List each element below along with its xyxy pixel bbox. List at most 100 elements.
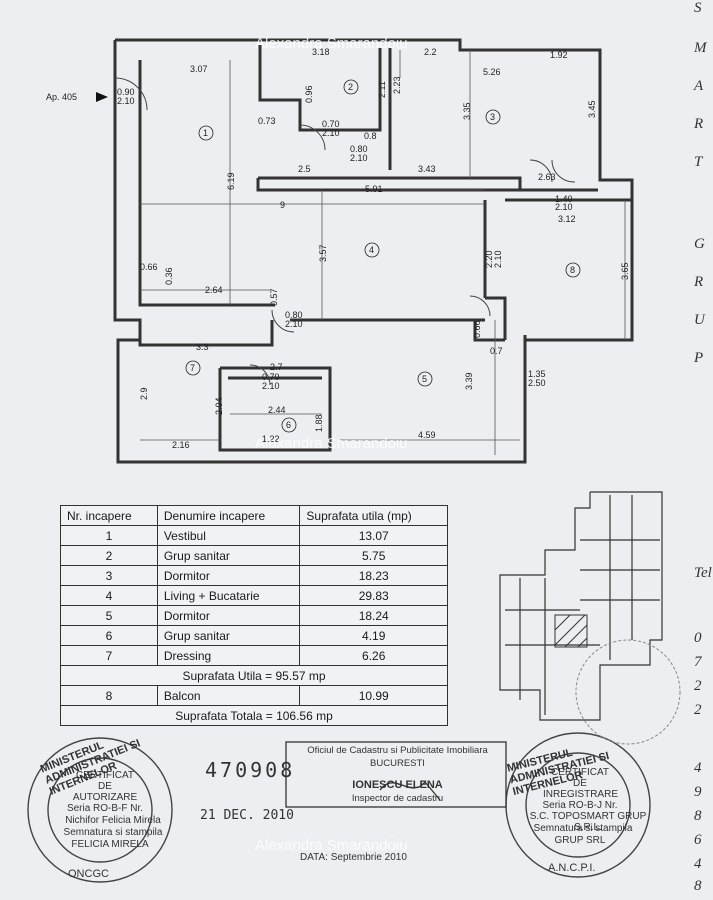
dim-2-10-c: 2.10 bbox=[555, 202, 573, 212]
location-key-plan bbox=[499, 491, 663, 721]
right-stamp-line: DE bbox=[573, 778, 587, 789]
dim-3-43: 3.43 bbox=[418, 164, 436, 174]
room-number-6: 6 bbox=[286, 420, 291, 430]
dim-4-59: 4.59 bbox=[418, 430, 436, 440]
dim-3-18: 3.18 bbox=[312, 47, 330, 57]
dim-2-10-f: 2.10 bbox=[262, 381, 280, 391]
watermark-middle: Alexandra Smarandoiu bbox=[255, 435, 408, 452]
side-letter: A bbox=[694, 78, 704, 94]
dim-3-39: 3.39 bbox=[464, 372, 474, 390]
dim-1-40: 1.40 bbox=[555, 194, 573, 204]
entry-arrow-icon bbox=[96, 92, 108, 102]
cadastre-office-stamp bbox=[285, 741, 507, 808]
dim-1-88: 1.88 bbox=[314, 414, 324, 432]
right-stamp-line: INREGISTRARE bbox=[542, 789, 618, 800]
header-area: Suprafata utila (mp) bbox=[299, 505, 448, 526]
dim-2-10-b: 2.10 bbox=[350, 153, 368, 163]
dim-0-80-b: 0.80 bbox=[285, 310, 303, 320]
dim-2-44: 2.44 bbox=[268, 405, 286, 415]
dim-2-2: 2.2 bbox=[424, 47, 437, 57]
side-letter: S bbox=[694, 0, 702, 16]
right-stamp-line: Seria RO-B-J Nr. bbox=[542, 800, 618, 811]
dim-0-73: 0.73 bbox=[258, 116, 276, 126]
dim-1-35: 1.35 bbox=[528, 369, 546, 379]
entry-dim-width: 0.90 bbox=[117, 87, 135, 97]
side-digit: 0 bbox=[694, 630, 702, 646]
dim-3-65: 3.65 bbox=[620, 262, 630, 280]
side-letter: R bbox=[694, 116, 704, 132]
dim-2-10-e: 2.10 bbox=[285, 319, 303, 329]
room-number-1: 1 bbox=[203, 128, 208, 138]
side-digit: 8 bbox=[694, 878, 702, 894]
right-stamp-line: Semnatura si stampila bbox=[533, 823, 633, 834]
side-letter: M bbox=[694, 40, 707, 56]
left-stamp-line: Semnatura si stampila bbox=[63, 827, 163, 838]
dim-1-22: 1.22 bbox=[262, 434, 280, 444]
right-stamp-line: S.C. TOPOSMART GRUP S.R.L. bbox=[529, 811, 647, 833]
dimension-lines bbox=[140, 50, 626, 455]
area-table-header: Nr. incapere Denumire incapere Suprafata… bbox=[60, 505, 448, 526]
dim-3-35: 3.35 bbox=[462, 102, 472, 120]
dim-2-11: 2.11 bbox=[377, 81, 387, 98]
dim-2-16: 2.16 bbox=[172, 440, 190, 450]
inner-walls bbox=[138, 45, 632, 452]
registration-number: 470908 bbox=[205, 758, 296, 782]
side-letter: T bbox=[694, 154, 703, 170]
highlight-hatching bbox=[554, 614, 588, 648]
highlighted-apartment bbox=[554, 614, 588, 648]
dim-1-92: 1.92 bbox=[550, 50, 568, 60]
dim-2-7: 2.7 bbox=[270, 362, 283, 372]
dim-5-26: 5.26 bbox=[483, 67, 501, 77]
office-stamp-line: Oficiul de Cadastru si Publicitate Imobi… bbox=[307, 745, 488, 756]
header-name: Denumire incapere bbox=[156, 505, 301, 526]
dim-0-66: 0.66 bbox=[140, 262, 158, 272]
dim-0-70-b: 0.70 bbox=[262, 372, 280, 382]
dim-0-57: 0.57 bbox=[269, 288, 279, 306]
dim-0-8: 0.8 bbox=[364, 131, 377, 141]
left-stamp-line: DE bbox=[98, 781, 112, 792]
right-stamp-bottom: A.N.C.P.I. bbox=[548, 862, 596, 874]
side-letter: R bbox=[694, 274, 704, 290]
room-number-3: 3 bbox=[490, 112, 495, 122]
drawing-date: DATA: Septembrie 2010 bbox=[300, 852, 407, 863]
side-digit: 2 bbox=[694, 702, 702, 718]
dim-2-04: 2.04 bbox=[214, 397, 224, 415]
room-number-7: 7 bbox=[190, 363, 195, 373]
office-stamp-line: Inspector de cadastru bbox=[351, 793, 444, 804]
room-number-8: 8 bbox=[570, 265, 575, 275]
side-digit: 2 bbox=[694, 678, 702, 694]
doors bbox=[114, 77, 576, 386]
dim-0-96: 0.96 bbox=[304, 85, 314, 103]
dim-0-36: 0.36 bbox=[164, 267, 174, 285]
dim-3-12: 3.12 bbox=[558, 214, 576, 224]
registration-date: 21 DEC. 2010 bbox=[200, 808, 294, 823]
side-letter: U bbox=[694, 312, 705, 328]
dim-0-7: 0.7 bbox=[490, 346, 503, 356]
watermark-top: Alexandra Smarandoiu bbox=[255, 35, 408, 52]
room-markers bbox=[185, 79, 581, 433]
dim-0-80-a: 0.80 bbox=[350, 144, 368, 154]
office-stamp-line: BUCURESTI bbox=[370, 758, 425, 769]
dim-3-3: 3.3 bbox=[196, 342, 209, 352]
dim-2-20: 2.20 bbox=[484, 250, 494, 268]
right-stamp-line: GRUP SRL bbox=[554, 835, 606, 846]
left-stamp-line: AUTORIZARE bbox=[72, 792, 138, 803]
dim-2-5: 2.5 bbox=[298, 164, 311, 174]
side-digit: 9 bbox=[694, 784, 702, 800]
office-stamp-name: IONESCU ELENA bbox=[352, 779, 443, 791]
side-letter: G bbox=[694, 236, 705, 252]
dim-2-10-a: 2.10 bbox=[322, 128, 340, 138]
side-tel: Tel bbox=[694, 565, 712, 581]
subtotal-row: Suprafata Utila = 95.57 mp bbox=[60, 665, 448, 686]
dim-0-66-b: 0.66 bbox=[472, 320, 482, 338]
room-number-5: 5 bbox=[422, 374, 427, 384]
dim-3-07: 3.07 bbox=[190, 64, 208, 74]
area-table: Nr. incapere Denumire incapere Suprafata… bbox=[60, 505, 448, 726]
dim-2-9: 2.9 bbox=[139, 387, 149, 400]
dim-3-57: 3.57 bbox=[318, 244, 328, 262]
